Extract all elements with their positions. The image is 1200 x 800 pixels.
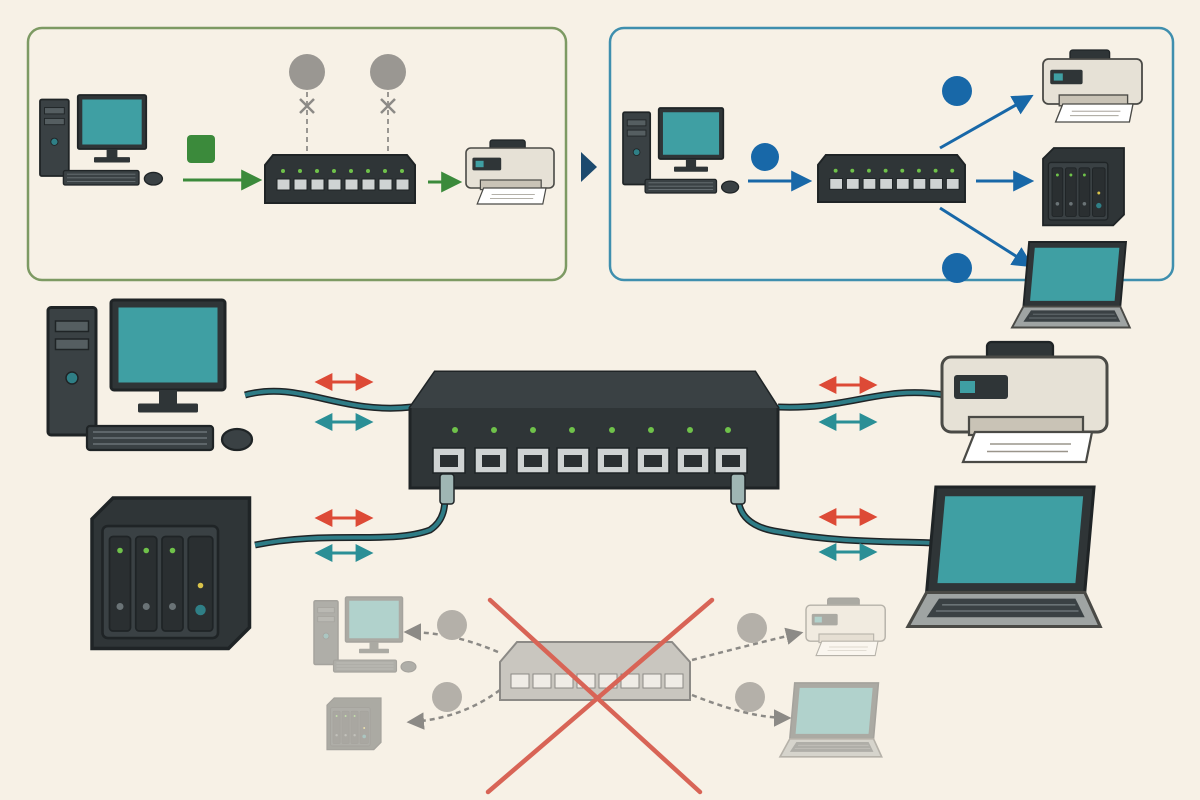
x-mark-icon (380, 98, 396, 114)
printer-icon (1042, 49, 1143, 123)
cable-line (244, 389, 413, 411)
laptop-icon (1011, 241, 1131, 329)
desktop-pc-icon (46, 298, 254, 452)
main-switch-icon (408, 370, 780, 505)
cable-line (254, 494, 447, 547)
nas-icon (1042, 147, 1125, 227)
failed-switch-section (313, 596, 886, 795)
switch-icon (264, 154, 416, 204)
printer-icon (805, 597, 886, 657)
desktop-pc-icon (622, 107, 740, 194)
broadcast-frame-icon (751, 143, 779, 171)
desktop-pc-icon (39, 94, 164, 186)
switch-icon (817, 154, 966, 204)
blocked-device-icon (370, 54, 406, 90)
blocked-arrow-icon (691, 693, 792, 727)
printer-icon (465, 139, 555, 205)
blocked-device-icon (289, 54, 325, 90)
printer-icon (940, 340, 1109, 464)
failed-switch-icon (499, 641, 691, 701)
blocked-arrow-icon (406, 688, 501, 730)
broadcast-arrow-icon (939, 94, 1034, 150)
blocked-frame-icon (735, 682, 765, 712)
desktop-pc-icon (313, 596, 417, 673)
nas-icon (326, 697, 382, 751)
blocked-frame-icon (737, 613, 767, 643)
broadcast-panel-frame (608, 26, 1175, 282)
broadcast-frame-icon (942, 76, 972, 106)
unicast-panel (26, 26, 568, 282)
nas-icon (90, 496, 252, 651)
cable-line (777, 390, 946, 410)
broadcast-arrow-icon (939, 206, 1034, 268)
cable-line (736, 494, 969, 547)
blocked-frame-icon (437, 610, 467, 640)
laptop-icon (906, 485, 1102, 629)
blocked-frame-icon (432, 682, 462, 712)
x-mark-icon (299, 98, 315, 114)
blocked-arrow-icon (691, 627, 804, 662)
frame-packet-icon (187, 135, 215, 163)
broadcast-panel (608, 26, 1175, 329)
unicast-panel-frame (26, 26, 568, 282)
laptop-icon (779, 682, 883, 758)
failure-cross-icon (485, 597, 715, 795)
broadcast-frame-icon (942, 253, 972, 283)
next-chevron-icon (581, 152, 597, 182)
main-network (46, 298, 1109, 651)
